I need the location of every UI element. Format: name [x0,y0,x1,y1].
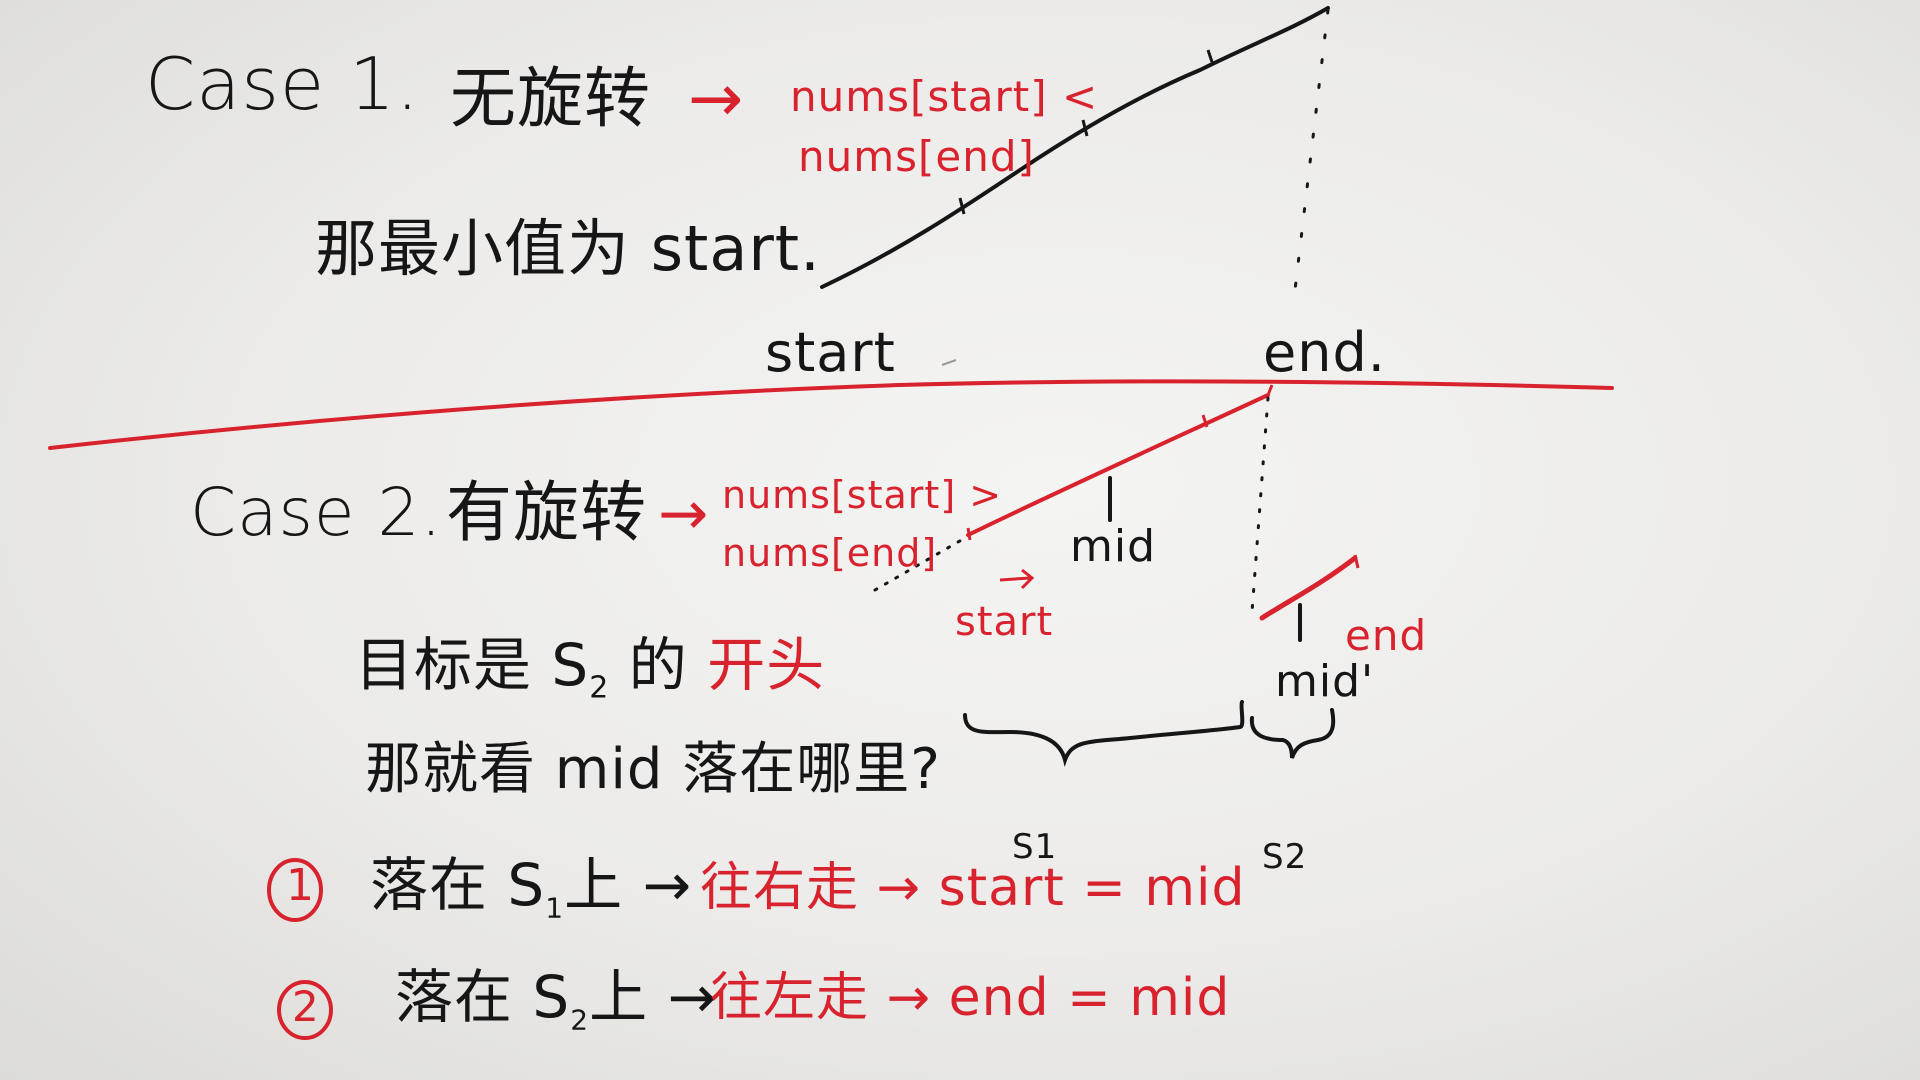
divider-line [48,379,1614,450]
case2-dotted-drop [1250,396,1270,614]
case1-condition-line1: nums[start] < [790,72,1099,121]
rule1-sub: 1 [545,891,565,925]
rule2-b: 上 → [589,963,718,1031]
case1-tick [1206,49,1214,63]
case1-label: 无旋转 [450,60,651,137]
start-arrow [999,576,1031,582]
axis-start-label: start [765,321,896,384]
case1-title: Case 1. [145,42,420,126]
goal-prefix: 目标是 S [355,631,590,699]
end-label-lower: end [1345,611,1428,660]
case1-condition-line2: nums[end] [798,132,1035,181]
mid-label: mid [1070,521,1157,572]
goal-text: 目标是 S2 的 开头 [355,636,825,704]
axis-end-label: end. [1263,321,1386,384]
case2-title: Case 2. [190,474,443,551]
case2-condition-line2: nums[end] [722,531,938,575]
rule1-a: 落在 S [370,851,546,919]
case1-dotted-drop [1293,8,1330,292]
case1-arrow: → [688,60,745,137]
rule1-circle [267,858,323,922]
start-label-lower: start [955,599,1054,645]
goal-mid: 的 [609,631,688,699]
rule2-digit: 2 [292,982,320,1031]
rule2-action: 往左走 → end = mid [710,968,1231,1028]
s1-label: S1 [1012,827,1058,867]
case1-tick [1081,119,1089,137]
goal-red: 开头 [707,631,826,699]
rule2-sub: 2 [570,1003,590,1037]
s1-brace [963,700,1245,767]
case2-condition-line1: nums[start] > [722,473,1003,517]
rule2-text: 落在 S2上 → [395,968,717,1035]
case2-s2-segment [1259,555,1358,621]
case1-tick [958,197,966,215]
s2-label: S2 [1262,837,1308,877]
case1-min-note: 那最小值为 start. [315,212,821,285]
rule1-digit: 1 [286,860,315,911]
rule1-text: 落在 S1上 → [370,856,692,923]
mid-prime-label: mid' [1275,656,1375,707]
rule2-circle [277,980,333,1040]
s2-brace [1249,708,1336,759]
case2-label: 有旋转 [446,474,647,551]
question-text: 那就看 mid 落在哪里? [365,737,941,802]
rule2-a: 落在 S [395,963,571,1031]
rule1-action: 往右走 → start = mid [700,858,1246,918]
goal-sub: 2 [589,670,610,706]
case2-arrow: → [658,479,710,549]
rule1-b: 上 → [564,851,693,919]
case2-s1-segment [966,393,1270,537]
